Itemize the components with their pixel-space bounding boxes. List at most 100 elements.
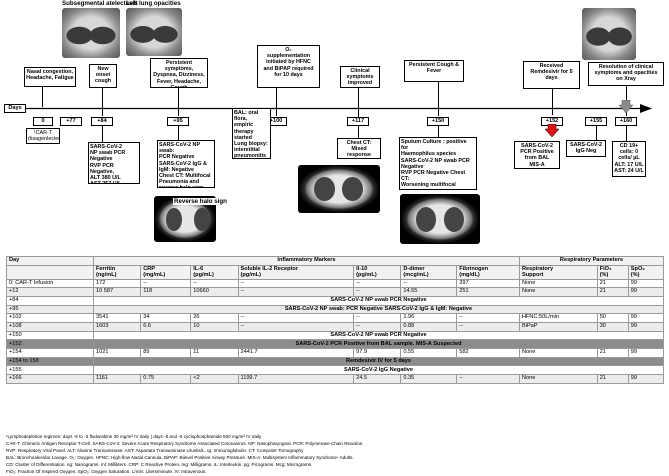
table-cell: 251 bbox=[456, 287, 520, 297]
column-header: Ferritin (ng/mL) bbox=[92, 264, 142, 280]
column-header: FiO₂ (%) bbox=[596, 264, 629, 280]
column-header bbox=[6, 264, 94, 280]
table-cell: 0.55 bbox=[400, 348, 458, 358]
table-cell: -- bbox=[353, 278, 402, 289]
timeline-axis-label: Days bbox=[4, 104, 26, 113]
table-cell: 0.75 bbox=[140, 374, 192, 384]
table-cell: 99 bbox=[627, 374, 665, 384]
connector bbox=[438, 126, 439, 137]
table-cell: 397 bbox=[456, 278, 520, 289]
event-d95-above: Persistent symptoms, Dyspnea, Dizziness,… bbox=[150, 58, 208, 88]
event-d100-below: BAL: oral flora, empiric therapy started… bbox=[232, 108, 271, 159]
table-cell: -- bbox=[140, 278, 192, 289]
row-note: SARS-CoV-2 PCR Positive from BAL sample.… bbox=[93, 339, 664, 349]
footnote: FiO₂: Fraction Of Inspired Oxygen. SpO₂:… bbox=[6, 469, 207, 474]
chest-xray-image-1 bbox=[62, 8, 120, 58]
table-cell: None bbox=[518, 348, 598, 358]
row-day: +154 bbox=[6, 348, 94, 358]
table-cell: BiPaP bbox=[518, 321, 598, 332]
table-cell: 30 bbox=[596, 321, 629, 332]
table-cell: 97.9 bbox=[353, 348, 402, 358]
row-day: +95 bbox=[6, 304, 94, 315]
table-cell: -- bbox=[237, 287, 355, 297]
connector bbox=[358, 126, 359, 138]
column-header: D-dimer (mcg/mL) bbox=[400, 264, 458, 280]
table-cell: None bbox=[518, 374, 598, 384]
column-header: Il-10 (pg/mL) bbox=[353, 264, 402, 280]
day-marker: +77 bbox=[60, 117, 82, 126]
connector bbox=[102, 88, 103, 116]
event-d84-above: New onset cough bbox=[89, 64, 117, 88]
table-cell: -- bbox=[456, 313, 520, 323]
column-header: IL-6 (pg/mL) bbox=[190, 264, 239, 280]
table-cell: 26 bbox=[190, 313, 239, 323]
footnote: RVP: Respiratory Viral Panel. ALT: Alani… bbox=[6, 448, 304, 453]
day-marker: 0 bbox=[33, 117, 53, 126]
table-header: Respiratory Parameters bbox=[518, 256, 665, 266]
day0-note: ¹CAR-T (tisagenlecleucel) bbox=[26, 128, 60, 144]
footnote: CD: Cluster of Differentiation. ng: Nano… bbox=[6, 462, 313, 467]
table-cell: HFNC:50L/min bbox=[518, 313, 598, 323]
table-cell: -- bbox=[237, 313, 355, 323]
row-day: +152 bbox=[6, 339, 94, 349]
row-day: 0: CAR-T Infusion bbox=[6, 278, 94, 289]
table-cell: 172 bbox=[92, 278, 142, 289]
row-day: +12 bbox=[6, 287, 94, 297]
row-day: +102 bbox=[6, 313, 94, 323]
column-header: Respiratory Support bbox=[518, 264, 598, 280]
table-cell: 21 bbox=[596, 348, 629, 358]
table-cell: 21 bbox=[596, 374, 629, 384]
table-cell: 582 bbox=[456, 348, 520, 358]
table-cell: 11 bbox=[190, 348, 239, 358]
row-note: Remdesivir IV for 5 days bbox=[93, 356, 664, 367]
lab-values-table: Day Inflammatory Markers Respiratory Par… bbox=[6, 256, 665, 384]
table-cell: 99 bbox=[627, 321, 665, 332]
table-cell: 99 bbox=[627, 287, 665, 297]
table-cell: 3541 bbox=[92, 313, 142, 323]
table-cell: 10 587 bbox=[92, 287, 142, 297]
table-cell: 0.88 bbox=[400, 321, 458, 332]
chest-xray-image-3 bbox=[582, 8, 636, 60]
row-note: SARS-CoV-2 NP swab PCR Negative bbox=[93, 295, 664, 306]
event-d155-below: SARS-CoV-2 IgG Neg bbox=[566, 140, 606, 157]
table-cell: None bbox=[518, 287, 598, 297]
row-day: +154 to 158 bbox=[6, 356, 94, 367]
table-cell: 1021 bbox=[92, 348, 142, 358]
table-cell: -- bbox=[400, 278, 458, 289]
event-d150-above: Persistent Cough & Fever bbox=[404, 60, 464, 82]
connector bbox=[42, 87, 43, 107]
table-cell: 50 bbox=[596, 313, 629, 323]
row-day: +166 bbox=[6, 374, 94, 384]
column-header: SpO₂ (%) bbox=[627, 264, 665, 280]
event-d152-below: SARS-CoV-2 PCR Positive from BAL MIS-A S… bbox=[514, 141, 560, 169]
footnote: BAL: Bronchoalveolar Lavage. O₂: Oxygen.… bbox=[6, 455, 354, 460]
row-note: SARS-CoV-2 NP swab: PCR Negative SARS-Co… bbox=[93, 304, 664, 315]
chest-ct-image-3 bbox=[400, 194, 480, 244]
table-cell: -- bbox=[456, 321, 520, 332]
table-cell: 6.6 bbox=[140, 321, 192, 332]
timeline-arrow bbox=[26, 104, 652, 113]
footnote: CAR-T: Chimeric Antigen Receptor T-Cell.… bbox=[6, 441, 364, 446]
event-d77-above: Nasal congestion, Headache, Fatigue bbox=[24, 67, 76, 87]
row-day: +150 bbox=[6, 330, 94, 341]
table-cell: 14.55 bbox=[400, 287, 458, 297]
table-cell: 1161 bbox=[92, 374, 142, 384]
event-d117-above: Clinical symptoms improved bbox=[340, 66, 380, 88]
table-cell: None bbox=[518, 278, 598, 289]
xray-2-caption: Left lung opacities bbox=[126, 0, 181, 7]
event-d160-below: CD 19+ cells: 0 cells/ µL ALT: 17 U/L AS… bbox=[612, 141, 646, 177]
table-cell: 99 bbox=[627, 278, 665, 289]
event-d150-below: Sputum Culture : positive for Haemophilu… bbox=[399, 137, 477, 190]
day-marker: +160 bbox=[615, 117, 637, 126]
connector bbox=[276, 88, 277, 116]
event-d95-below: SARS-CoV-2 NP swab: PCR Negative SARS-Co… bbox=[157, 140, 215, 188]
